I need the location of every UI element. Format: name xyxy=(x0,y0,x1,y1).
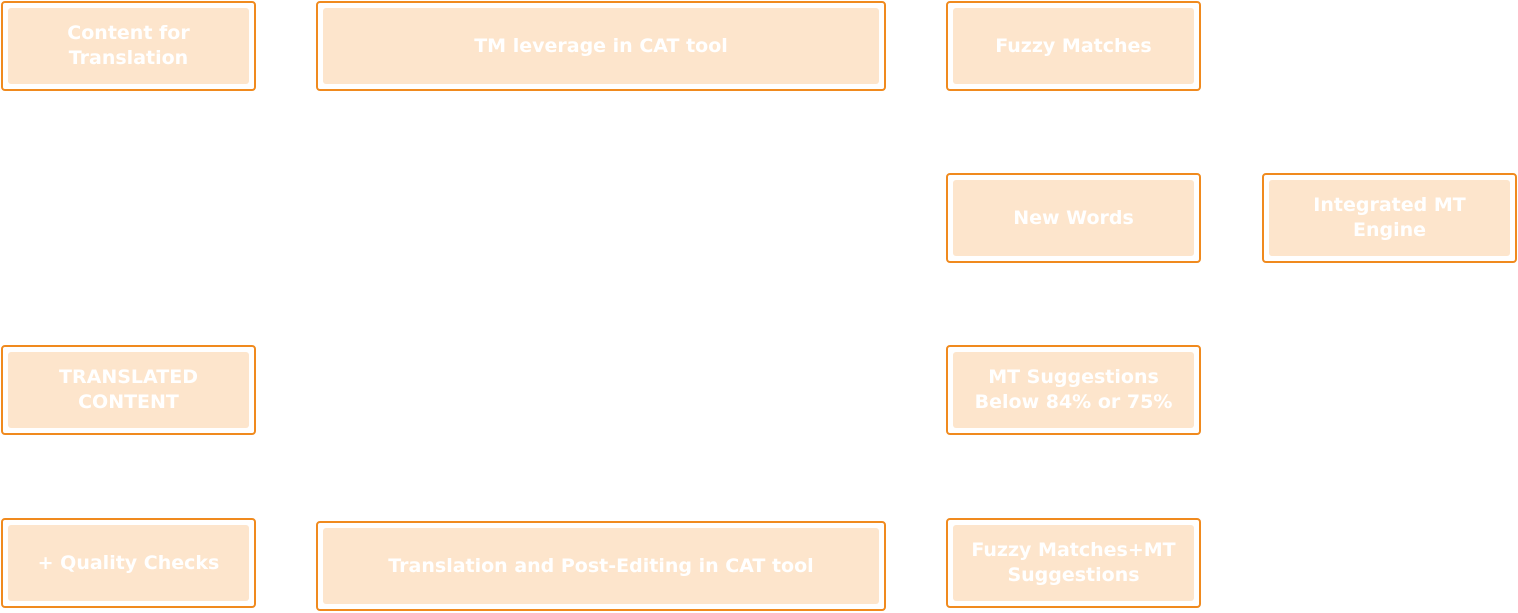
node-label: Fuzzy Matches xyxy=(953,8,1194,84)
node-fuzzy-matches-mt-suggestions: Fuzzy Matches+MT Suggestions xyxy=(946,518,1201,608)
node-label: Fuzzy Matches+MT Suggestions xyxy=(953,525,1194,601)
node-content-for-translation: Content for Translation xyxy=(1,1,256,91)
node-label: Content for Translation xyxy=(8,8,249,84)
node-translation-post-editing: Translation and Post-Editing in CAT tool xyxy=(316,521,886,611)
node-integrated-mt-engine: Integrated MT Engine xyxy=(1262,173,1517,263)
node-mt-suggestions: MT Suggestions Below 84% or 75% xyxy=(946,345,1201,435)
node-quality-checks: + Quality Checks xyxy=(1,518,256,608)
node-label: + Quality Checks xyxy=(8,525,249,601)
node-label: Integrated MT Engine xyxy=(1269,180,1510,256)
node-label: MT Suggestions Below 84% or 75% xyxy=(953,352,1194,428)
node-label: Translation and Post-Editing in CAT tool xyxy=(323,528,879,604)
node-label: New Words xyxy=(953,180,1194,256)
node-new-words: New Words xyxy=(946,173,1201,263)
node-fuzzy-matches: Fuzzy Matches xyxy=(946,1,1201,91)
node-translated-content: TRANSLATED CONTENT xyxy=(1,345,256,435)
node-label: TM leverage in CAT tool xyxy=(323,8,879,84)
node-label: TRANSLATED CONTENT xyxy=(8,352,249,428)
node-tm-leverage: TM leverage in CAT tool xyxy=(316,1,886,91)
